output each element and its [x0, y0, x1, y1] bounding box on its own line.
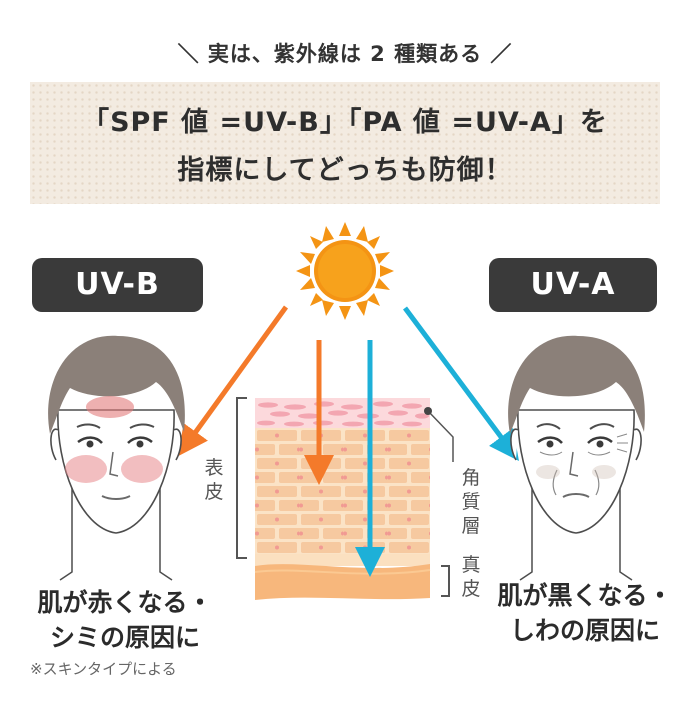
uvb-effect-caption: 肌が赤くなる・ シミの原因に — [20, 585, 230, 655]
uva-arrow-to-face — [402, 306, 519, 462]
stratum-corneum-label: 角質層 — [461, 467, 481, 537]
uva-caption-line-1: 肌が黒くなる・ — [497, 581, 673, 610]
uva-caption-line-2: しわの原因に — [509, 616, 660, 645]
uva-effect-caption: 肌が黒くなる・ しわの原因に — [480, 578, 690, 648]
epidermis-bracket — [236, 397, 247, 559]
uvb-face-illustration — [48, 335, 185, 581]
eyebrow-heading: ＼ 実は、紫外線は 2 種類ある ／ — [177, 42, 513, 66]
uva-label: UV-A — [489, 258, 657, 312]
uvb-caption-line-1: 肌が赤くなる・ — [37, 588, 213, 617]
headline-banner: 「SPF 値 =UV-B」「PA 値 =UV-A」を 指標にしてどっちも防御！ — [30, 82, 660, 204]
uvb-caption-line-2: シミの原因に — [49, 623, 200, 652]
sun-icon — [296, 222, 394, 320]
headline-line-1: 「SPF 値 =UV-B」「PA 値 =UV-A」を — [82, 107, 608, 138]
skin-cross-section — [254, 398, 431, 600]
skin-type-note: ※スキンタイプによる — [30, 660, 177, 678]
uva-face-illustration — [508, 335, 645, 581]
dermis-label: 真皮 — [461, 554, 481, 600]
dermis-bracket — [441, 565, 450, 597]
uvb-label: UV-B — [32, 258, 203, 312]
corneum-leader-dot — [424, 407, 432, 415]
corneum-leader-line — [427, 410, 454, 462]
headline-line-2: 指標にしてどっちも防御！ — [177, 155, 513, 186]
uvb-arrow-to-face — [178, 305, 289, 457]
epidermis-label: 表皮 — [204, 457, 224, 503]
